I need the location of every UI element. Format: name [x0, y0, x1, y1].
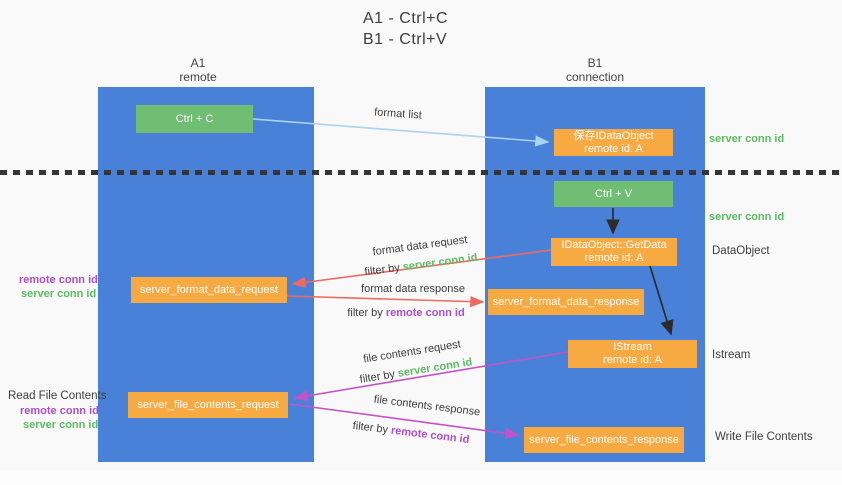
- ctrl-v-label: Ctrl + V: [595, 187, 632, 200]
- edge-label-format-list: format list: [373, 106, 423, 122]
- annotation-istream: Istream: [712, 349, 751, 361]
- node-save-dataobject: 保存IDataObject remote id: A: [554, 129, 673, 156]
- annotation-server-conn-id-left-top: server conn id: [21, 288, 97, 300]
- filter-by-text: filter by: [363, 261, 404, 279]
- server-conn-id-text: server conn id: [402, 251, 479, 274]
- server-file-contents-request-label: server_file_contents_request: [137, 398, 279, 411]
- lane-b1-name: connection: [565, 70, 625, 84]
- annotation-server-conn-id-mid: server conn id: [709, 211, 785, 223]
- filter-by-text: filter by: [352, 419, 392, 437]
- node-ctrl-v: Ctrl + V: [554, 181, 673, 207]
- annotation-remote-conn-id-left-bottom: remote conn id: [20, 405, 99, 417]
- getdata-line1: IDataObject::GetData: [561, 239, 667, 251]
- annotation-write-file-contents: Write File Contents: [715, 431, 813, 443]
- filter-by-text: filter by: [358, 367, 399, 386]
- server-format-data-request-label: server_format_data_request: [139, 283, 279, 296]
- edge-label-filter-file-response: filter by remote conn id: [352, 420, 470, 446]
- node-server-format-data-request: server_format_data_request: [131, 277, 287, 303]
- save-dataobject-line1: 保存IDataObject: [573, 129, 654, 142]
- istream-line1: IStream: [613, 341, 652, 353]
- annotation-remote-conn-id-left-top: remote conn id: [19, 274, 98, 286]
- annotation-server-conn-id-top: server conn id: [709, 133, 785, 145]
- dotted-separator: [0, 170, 842, 175]
- server-file-contents-response-label: server_file_contents_response: [529, 433, 679, 446]
- filter-by-text: filter by: [347, 307, 386, 319]
- server-format-data-response-label: server_format_data_response: [492, 295, 640, 308]
- edge-label-filter-format-response: filter by remote conn id: [347, 307, 464, 319]
- ctrl-c-label: Ctrl + C: [175, 112, 214, 125]
- istream-line2: remote id: A: [603, 354, 662, 366]
- lane-a1-name: remote: [179, 70, 217, 84]
- getdata-line2: remote id: A: [584, 252, 644, 264]
- title-line-1: A1 - Ctrl+C: [363, 10, 449, 27]
- lane-header-a1: A1 remote: [98, 56, 298, 84]
- node-server-file-contents-response: server_file_contents_response: [524, 427, 684, 453]
- lane-header-b1: B1 connection: [495, 56, 695, 84]
- node-istream: IStream remote id: A: [568, 340, 697, 368]
- diagram-title: A1 - Ctrl+C B1 - Ctrl+V: [363, 8, 448, 50]
- node-server-format-data-response: server_format_data_response: [488, 289, 644, 315]
- annotation-server-conn-id-left-bottom: server conn id: [23, 419, 99, 431]
- edge-label-format-data-response: format data response: [361, 283, 465, 295]
- node-server-file-contents-request: server_file_contents_request: [128, 392, 288, 418]
- remote-conn-id-text: remote conn id: [390, 424, 470, 447]
- edge-label-file-contents-response: file contents response: [373, 393, 481, 419]
- bottom-strip: [0, 470, 842, 485]
- node-getdata: IDataObject::GetData remote id: A: [551, 238, 677, 266]
- server-conn-id-text: server conn id: [396, 356, 474, 380]
- lane-b1-id: B1: [587, 56, 603, 70]
- title-line-2: B1 - Ctrl+V: [363, 31, 448, 48]
- annotation-dataobject: DataObject: [712, 245, 770, 257]
- annotation-read-file-contents: Read File Contents: [8, 390, 107, 402]
- save-dataobject-line2: remote id: A: [584, 142, 643, 155]
- node-ctrl-c: Ctrl + C: [136, 105, 253, 133]
- lane-a1-id: A1: [190, 56, 206, 70]
- remote-conn-id-text: remote conn id: [385, 307, 465, 319]
- arrow-format-data-response: [286, 295, 485, 308]
